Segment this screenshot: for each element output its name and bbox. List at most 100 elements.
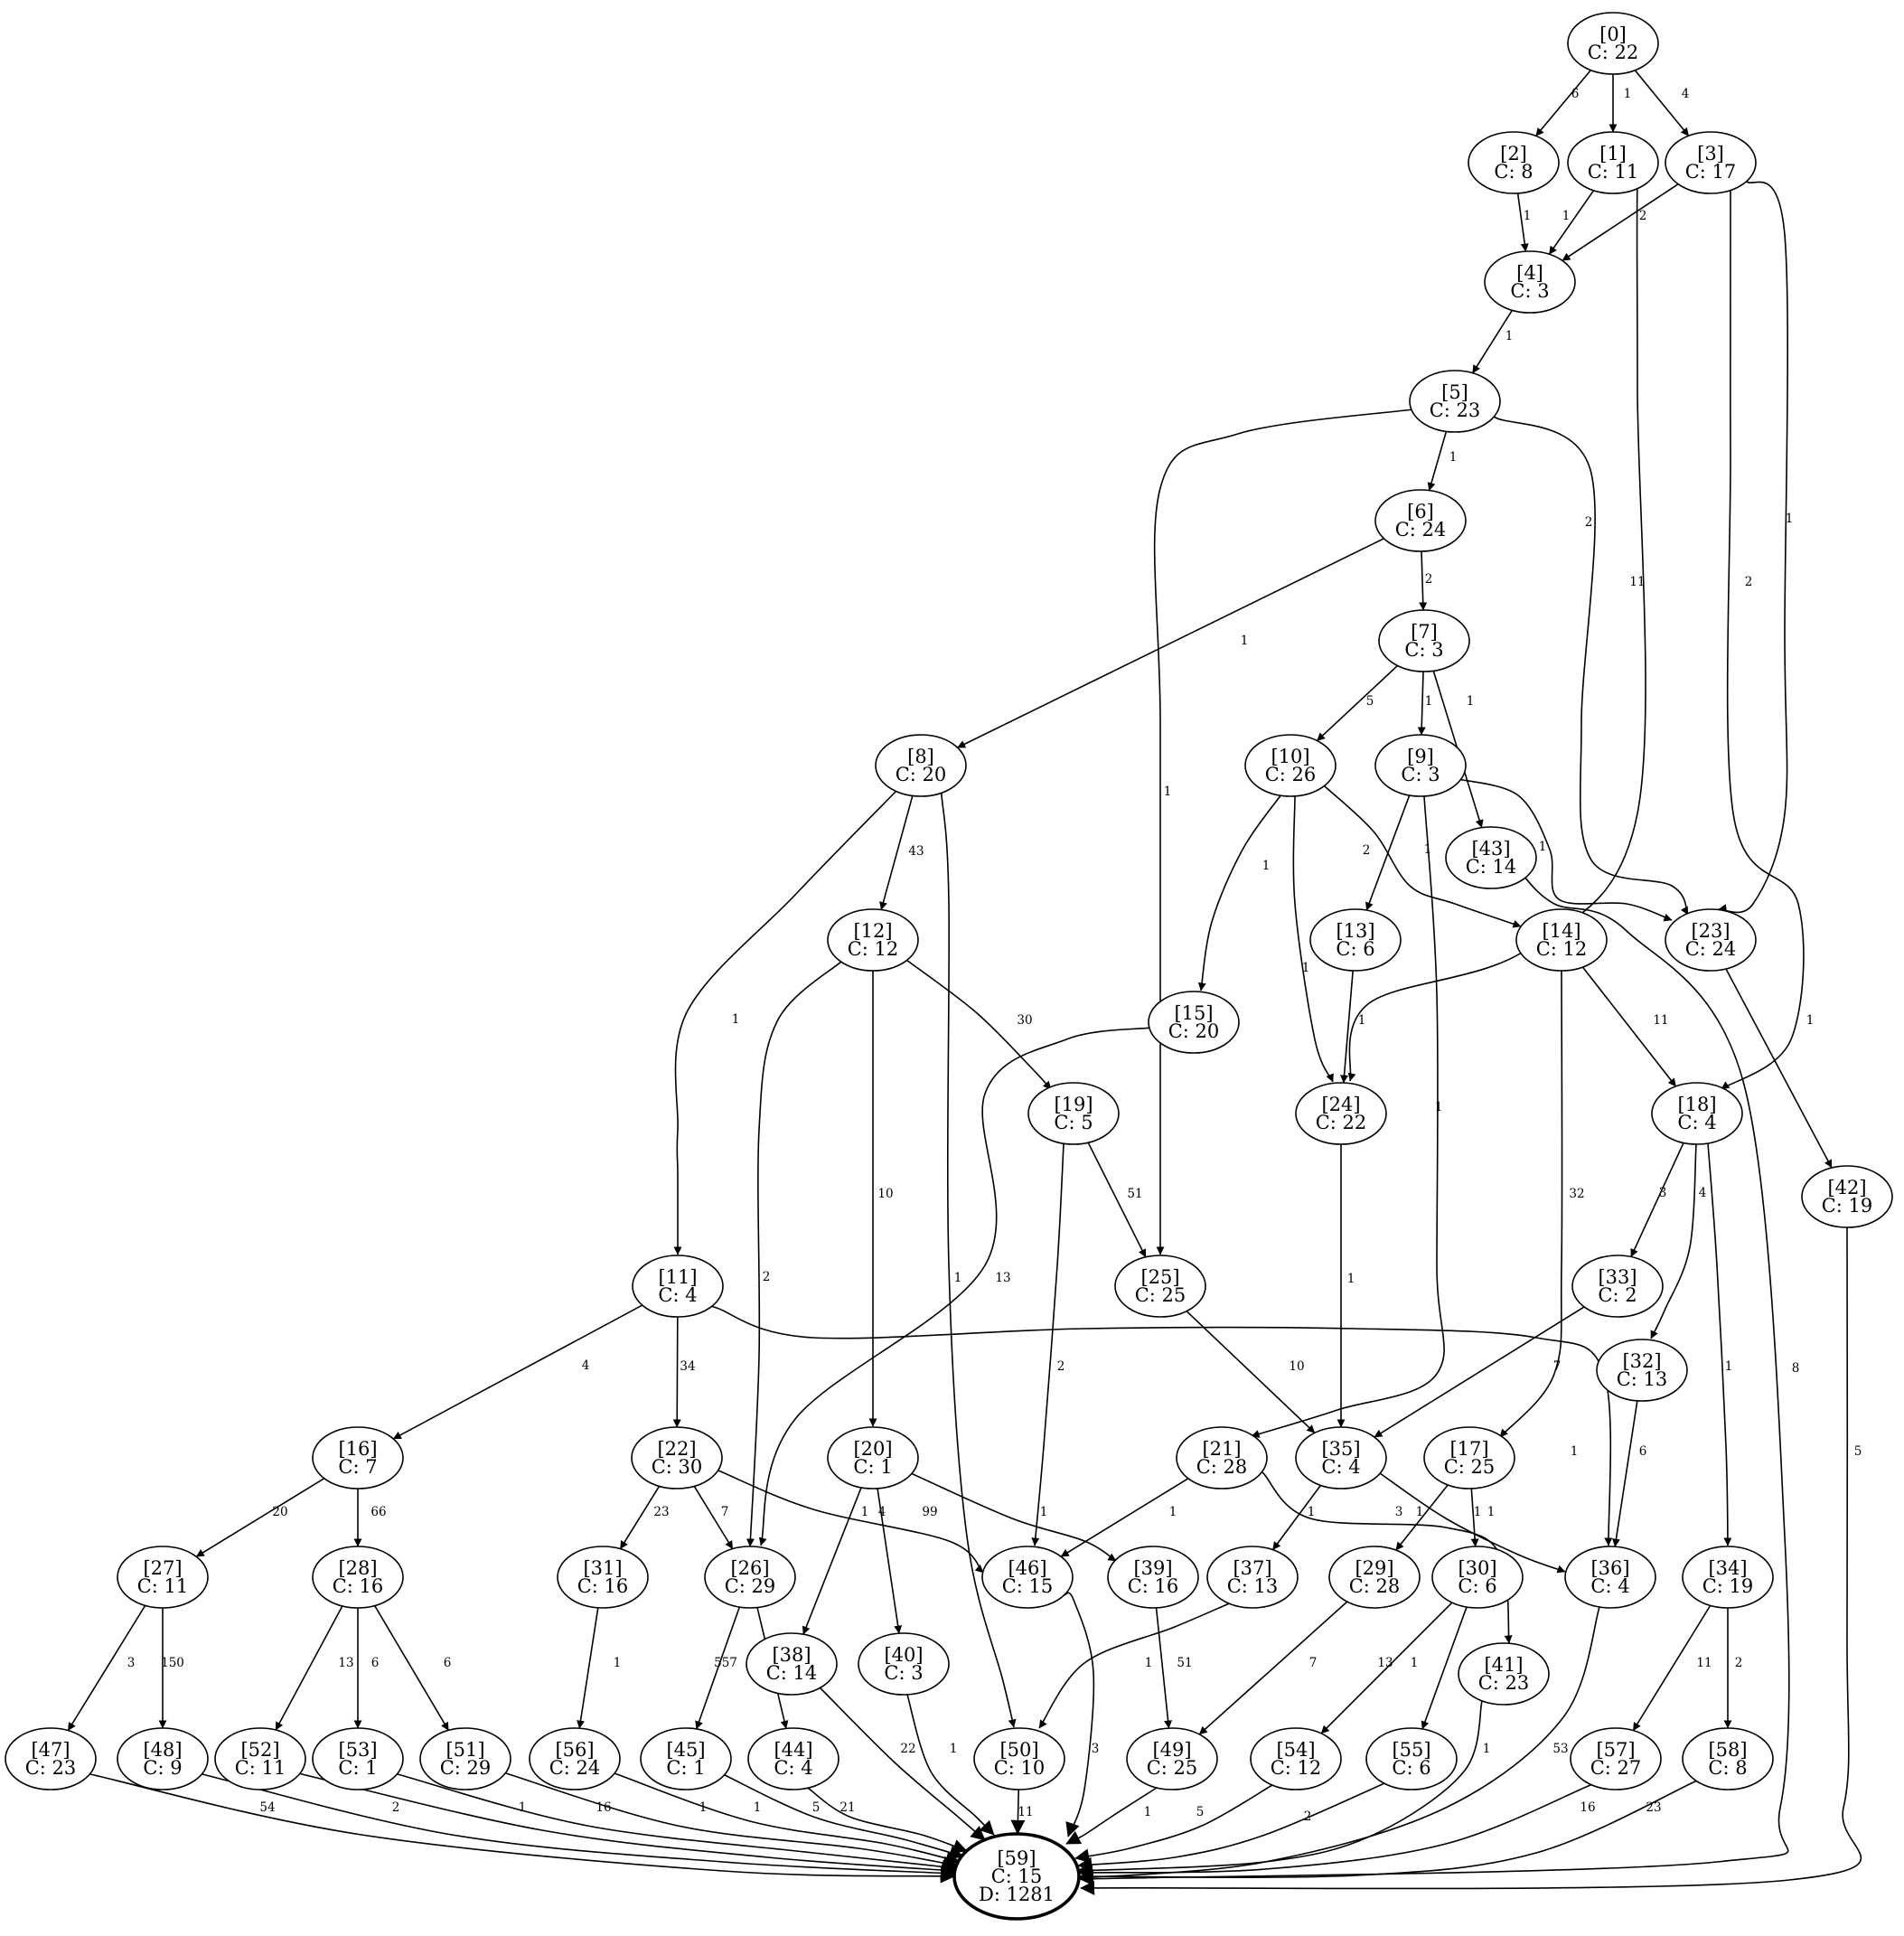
edge-34-to-57 bbox=[1632, 1604, 1712, 1732]
edge-label-20-to-39: 1 bbox=[1040, 1505, 1048, 1519]
node-ellipse-47 bbox=[5, 1727, 97, 1790]
node-ellipse-17 bbox=[1423, 1426, 1515, 1490]
edge-label-0-to-3: 4 bbox=[1682, 87, 1690, 101]
edge-label-22-to-46: 99 bbox=[922, 1505, 937, 1519]
node-id-label: [57] bbox=[1596, 1739, 1635, 1761]
edge-label-56-to-59: 1 bbox=[754, 1800, 762, 1815]
node-ellipse-13 bbox=[1309, 908, 1402, 972]
node-22: [22]C: 30 bbox=[631, 1426, 723, 1490]
node-ellipse-54 bbox=[1250, 1727, 1342, 1790]
edge-label-20-to-38: 1 bbox=[861, 1505, 869, 1519]
node-metric-label: C: 19 bbox=[1702, 1575, 1754, 1597]
node-id-label: [23] bbox=[1691, 920, 1730, 942]
edge-label-5-to-25: 1 bbox=[1164, 785, 1172, 799]
node-39: [39]C: 16 bbox=[1107, 1546, 1199, 1609]
node-metric-label: C: 13 bbox=[1227, 1575, 1279, 1597]
node-id-label: [43] bbox=[1471, 838, 1510, 860]
node-38: [38]C: 14 bbox=[746, 1632, 838, 1696]
edge-44-to-59 bbox=[804, 1785, 968, 1854]
edge-label-10-to-24: 1 bbox=[1302, 961, 1310, 975]
node-id-label: [58] bbox=[1708, 1739, 1747, 1761]
node-id-label: [17] bbox=[1449, 1438, 1488, 1460]
node-5: [5]C: 23 bbox=[1409, 370, 1501, 433]
node-36: [36]C: 4 bbox=[1564, 1546, 1656, 1609]
edge-9-to-21 bbox=[1251, 780, 1445, 1438]
node-56: [56]C: 24 bbox=[529, 1727, 621, 1790]
node-metric-label: C: 30 bbox=[652, 1456, 703, 1478]
node-10: [10]C: 26 bbox=[1244, 734, 1337, 797]
node-metric-label: C: 23 bbox=[25, 1757, 77, 1779]
edge-55-to-59 bbox=[1077, 1779, 1393, 1872]
edge-label-23-to-42: 1 bbox=[1806, 1013, 1815, 1028]
edge-31-to-56 bbox=[577, 1607, 599, 1729]
node-id-label: [1] bbox=[1599, 143, 1627, 164]
node-ellipse-33 bbox=[1571, 1255, 1664, 1318]
node-49: [49]C: 25 bbox=[1126, 1727, 1218, 1790]
node-ellipse-8 bbox=[875, 734, 967, 797]
node-id-label: [15] bbox=[1174, 1002, 1213, 1024]
node-id-label: [32] bbox=[1622, 1350, 1661, 1372]
node-metric-label: C: 8 bbox=[1494, 161, 1533, 183]
node-metric-label: C: 22 bbox=[1588, 42, 1639, 63]
node-metric-label: C: 1 bbox=[338, 1757, 377, 1779]
node-metric-label: C: 12 bbox=[1271, 1757, 1322, 1779]
node-id-label: [24] bbox=[1321, 1094, 1360, 1115]
node-id-label: [29] bbox=[1355, 1557, 1393, 1579]
edge-label-0-to-1: 1 bbox=[1624, 87, 1632, 101]
edge-label-51-to-59: 1 bbox=[699, 1800, 708, 1815]
edge-label-24-to-35: 1 bbox=[1347, 1272, 1355, 1286]
node-21: [21]C: 28 bbox=[1176, 1426, 1268, 1490]
node-id-label: [40] bbox=[884, 1644, 923, 1666]
node-ellipse-20 bbox=[827, 1426, 919, 1490]
edge-0-to-3 bbox=[1634, 70, 1690, 136]
node-metric-label: C: 16 bbox=[577, 1575, 629, 1597]
edge-label-39-to-49: 51 bbox=[1177, 1656, 1192, 1670]
edge-label-11-to-22: 34 bbox=[680, 1359, 695, 1374]
edge-label-12-to-26: 2 bbox=[763, 1270, 771, 1284]
node-ellipse-19 bbox=[1027, 1082, 1120, 1145]
node-23: [23]C: 24 bbox=[1665, 908, 1757, 972]
node-29: [29]C: 28 bbox=[1328, 1546, 1421, 1609]
edge-label-30-to-55: 1 bbox=[1411, 1656, 1419, 1670]
node-ellipse-30 bbox=[1431, 1546, 1524, 1609]
node-ellipse-45 bbox=[640, 1727, 732, 1790]
node-11: [11]C: 4 bbox=[632, 1255, 724, 1318]
edge-18-to-32 bbox=[1650, 1135, 1698, 1339]
node-8: [8]C: 20 bbox=[875, 734, 967, 797]
node-ellipse-16 bbox=[312, 1426, 404, 1490]
node-ellipse-35 bbox=[1295, 1426, 1387, 1490]
node-metric-label: C: 12 bbox=[848, 938, 899, 960]
edge-label-38-to-59: 22 bbox=[900, 1742, 915, 1756]
node-ellipse-12 bbox=[827, 908, 919, 972]
node-metric-label: C: 9 bbox=[143, 1757, 182, 1779]
edge-label-3-to-4: 2 bbox=[1639, 209, 1647, 223]
edge-label-22-to-31: 23 bbox=[653, 1505, 669, 1519]
node-ellipse-52 bbox=[214, 1727, 306, 1790]
node-metric-label: C: 13 bbox=[1617, 1368, 1668, 1390]
edge-label-8-to-50: 1 bbox=[954, 1271, 962, 1285]
node-ellipse-36 bbox=[1564, 1546, 1656, 1609]
node-id-label: [0] bbox=[1599, 23, 1627, 45]
edge-label-42-to-59: 5 bbox=[1854, 1444, 1862, 1459]
edge-label-7-to-43: 1 bbox=[1467, 694, 1475, 709]
edge-label-6-to-8: 1 bbox=[1241, 634, 1249, 648]
node-metric-label: C: 4 bbox=[1321, 1456, 1360, 1478]
node-12: [12]C: 12 bbox=[827, 908, 919, 972]
edge-7-to-9 bbox=[1417, 671, 1426, 736]
node-58: [58]C: 8 bbox=[1682, 1727, 1774, 1790]
node-metric-label: C: 2 bbox=[1598, 1284, 1637, 1306]
edge-3-to-23 bbox=[1718, 175, 1788, 914]
edge-3-to-18 bbox=[1721, 169, 1805, 1090]
node-45: [45]C: 1 bbox=[640, 1727, 732, 1790]
edge-label-27-to-47: 3 bbox=[127, 1656, 136, 1670]
node-id-label: [8] bbox=[907, 746, 934, 767]
node-ellipse-28 bbox=[312, 1546, 404, 1609]
node-53: [53]C: 1 bbox=[312, 1727, 404, 1790]
node-metric-label: C: 11 bbox=[235, 1757, 286, 1779]
node-id-label: [35] bbox=[1321, 1438, 1360, 1460]
edge-label-47-to-59: 54 bbox=[259, 1800, 275, 1815]
node-metric-label: C: 10 bbox=[994, 1757, 1046, 1779]
node-metric-label: C: 29 bbox=[440, 1757, 492, 1779]
edge-label-35-to-37: 1 bbox=[1308, 1505, 1316, 1519]
node-20: [20]C: 1 bbox=[827, 1426, 919, 1490]
